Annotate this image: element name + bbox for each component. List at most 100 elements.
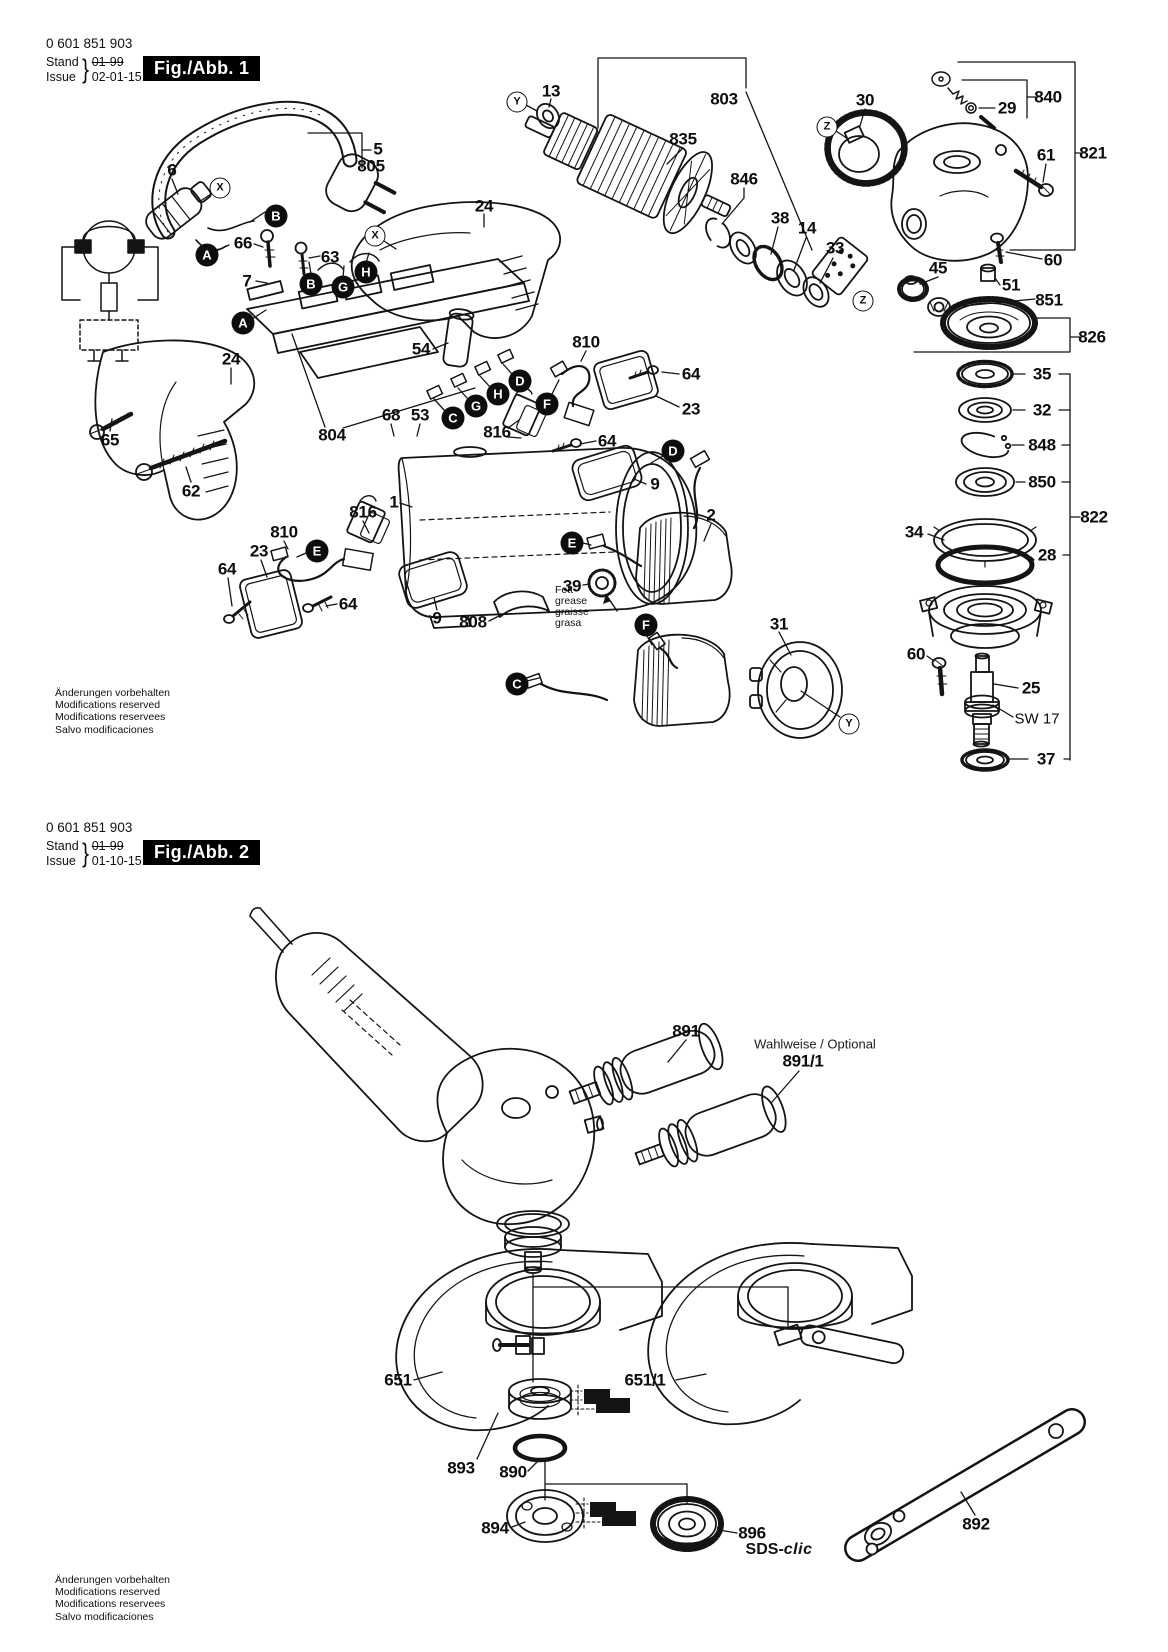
gear-housing-821 xyxy=(890,122,1029,262)
part-callout-816: 816 xyxy=(349,502,377,522)
part-callout-810: 810 xyxy=(270,522,298,542)
washer-37 xyxy=(960,748,1010,772)
rear-handle-24 xyxy=(89,339,256,521)
part-callout-808: 808 xyxy=(459,612,487,632)
ref-badge-d: D xyxy=(508,369,532,393)
cables-810 xyxy=(270,360,711,702)
part-callout-51: 51 xyxy=(1001,275,1021,295)
part-callout-810: 810 xyxy=(572,332,600,352)
washer-13 xyxy=(536,103,560,129)
fig2-part-number: 0 601 851 903 xyxy=(46,820,133,835)
cover-9a xyxy=(571,444,643,502)
fig2-stand-issue: Stand Issue } 01-99 01-10-15 xyxy=(46,838,142,869)
issue-label: Issue xyxy=(46,69,76,84)
part-callout-6: 6 xyxy=(167,160,177,180)
spindle-25 xyxy=(964,652,1000,748)
brush-cover-23b xyxy=(239,569,303,639)
fig2-header: 0 601 851 903 Stand Issue } 01-99 01-10-… xyxy=(46,820,142,869)
flange-893 xyxy=(508,1378,630,1420)
lock-washer-35 xyxy=(956,359,1014,389)
part-callout-890: 890 xyxy=(499,1462,527,1482)
cover-9b xyxy=(398,551,468,609)
part-callout-9: 9 xyxy=(432,608,442,628)
grease-note: Fett grease graisse grasa xyxy=(555,584,589,630)
ref-badge-b: B xyxy=(299,272,323,296)
fig1-old-issue: 01-99 xyxy=(91,54,124,69)
leader-lines-fig2 xyxy=(413,1039,976,1534)
part-callout-24: 24 xyxy=(474,196,494,216)
part-callout-893: 893 xyxy=(447,1458,475,1478)
part-callout-37: 37 xyxy=(1036,749,1056,769)
part-callout-2: 2 xyxy=(706,505,716,525)
part-callout-34: 34 xyxy=(904,522,924,542)
motor-housing-1 xyxy=(397,446,698,629)
ref-badge-f: F xyxy=(535,392,559,416)
fig1-issue-date: 02-01-15 xyxy=(91,69,142,84)
ref-badge-g: G xyxy=(464,394,488,418)
power-cord-805 xyxy=(145,100,397,251)
switch-assembly-804 xyxy=(246,229,530,400)
part-callout-891-1: 891/1 xyxy=(782,1051,824,1071)
part-callout-5: 5 xyxy=(373,139,383,159)
pinion-45-nut-sleeve-51 xyxy=(897,263,996,317)
part-callout-35: 35 xyxy=(1032,364,1052,384)
ref-badge-a: A xyxy=(231,311,255,335)
screw-60-upper xyxy=(990,232,1005,264)
ref-badge-z: Z xyxy=(816,116,838,138)
part-callout-9: 9 xyxy=(650,474,660,494)
stand-label: Stand xyxy=(46,838,79,853)
brush-cover-23a xyxy=(593,349,659,411)
capacitor-54 xyxy=(442,308,475,368)
wiring-schematic xyxy=(61,220,159,362)
leader-lines-fig1 xyxy=(109,57,1084,761)
part-callout-826: 826 xyxy=(1078,327,1106,347)
ref-badge-h: H xyxy=(486,382,510,406)
fig1-header: 0 601 851 903 Stand Issue } 01-99 02-01-… xyxy=(46,36,142,85)
ref-badge-e: E xyxy=(305,539,329,563)
ref-badge-x: X xyxy=(364,225,386,247)
part-callout-835: 835 xyxy=(669,129,697,149)
detent-parts-840-29 xyxy=(931,71,996,130)
baffle-clip-808 xyxy=(493,590,550,618)
screw-66 xyxy=(260,229,276,268)
part-callout-24: 24 xyxy=(221,349,241,369)
screws-64 xyxy=(223,365,659,624)
clamping-nut-894 xyxy=(506,1489,636,1543)
part-callout-651-1: 651/1 xyxy=(624,1370,666,1390)
screw-62 xyxy=(135,438,228,481)
ref-badge-y: Y xyxy=(506,91,528,113)
part-callout-892: 892 xyxy=(962,1514,990,1534)
ref-badge-f: F xyxy=(634,613,658,637)
part-callout-805: 805 xyxy=(357,156,385,176)
field-coil-2-upper xyxy=(635,511,733,605)
bearing-flange xyxy=(919,585,1053,649)
part-callout-39: 39 xyxy=(562,576,582,596)
part-callout-28: 28 xyxy=(1037,545,1057,565)
part-callout-896: 896 xyxy=(738,1523,766,1543)
ring-34 xyxy=(933,518,1037,568)
part-callout-840: 840 xyxy=(1034,87,1062,107)
top-housing-24 xyxy=(350,201,561,339)
ref-badge-c: C xyxy=(441,406,465,430)
part-callout-821: 821 xyxy=(1079,143,1107,163)
ref-badge-d: D xyxy=(661,439,685,463)
fig1-title-box: Fig./Abb. 1 xyxy=(143,56,261,81)
part-callout-25: 25 xyxy=(1021,678,1041,698)
o-ring-28 xyxy=(935,544,1035,586)
fig2-issue-date: 01-10-15 xyxy=(91,853,142,868)
part-callout-891: 891 xyxy=(672,1021,700,1041)
part-callout-65: 65 xyxy=(100,430,120,450)
part-callout-851: 851 xyxy=(1035,290,1063,310)
part-callout-45: 45 xyxy=(928,258,948,278)
part-callout-804: 804 xyxy=(318,425,346,445)
ref-badge-g: G xyxy=(331,275,355,299)
connector-plugs xyxy=(317,252,515,400)
part-callout-60: 60 xyxy=(906,644,926,664)
cord-protector-6 xyxy=(145,181,212,240)
plate-7 xyxy=(246,280,284,301)
side-handle-891 xyxy=(568,1022,724,1106)
part-callout-62: 62 xyxy=(181,481,201,501)
part-callout-822: 822 xyxy=(1080,507,1108,527)
